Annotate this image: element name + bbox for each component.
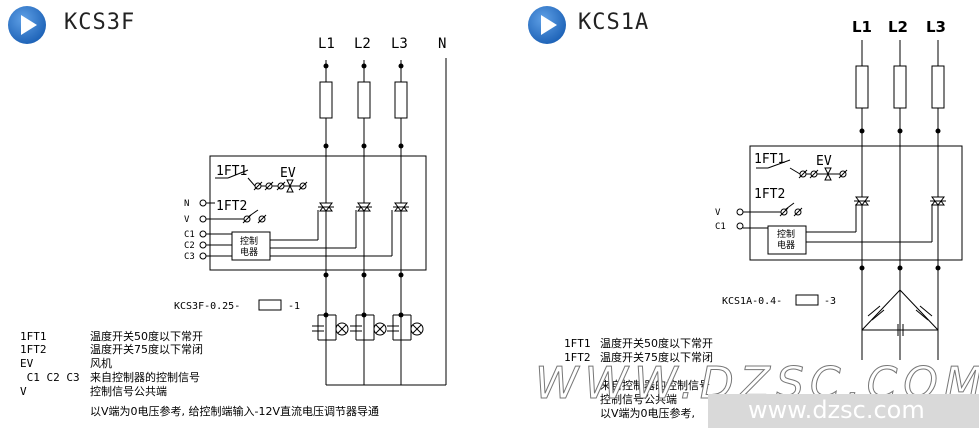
play-icon [528, 6, 566, 44]
switch-label-1ft1: 1FT1 [216, 164, 247, 179]
legend-note: 以V端为0电压参考, [600, 407, 696, 420]
fuse [394, 81, 408, 119]
play-icon [8, 6, 46, 44]
diagram-title: KCS1A [578, 10, 650, 35]
kcs3f-schematic: L1 L2 L3 N 1FT1 EV 1FT2 N V C1 C2 C3 控制 … [174, 36, 447, 386]
terminal-label: C2 [184, 241, 195, 251]
controller-box [231, 231, 271, 261]
terminal-label: V [715, 208, 721, 218]
thyristor [854, 196, 870, 206]
kcs3f-panel: KCS3F [8, 6, 447, 418]
kcs1a-panel: KCS1A [500, 0, 979, 431]
controller-label: 电器 [240, 246, 258, 258]
fuse [319, 81, 333, 119]
phase-label: L2 [888, 18, 908, 36]
switch-label-1ft1: 1FT1 [754, 152, 785, 167]
terminal-label: C3 [184, 252, 195, 262]
device-enclosure [749, 145, 963, 261]
switch-label-ev: EV [280, 166, 296, 181]
switch-label-ev: EV [816, 154, 832, 169]
diagram-title: KCS3F [64, 10, 136, 35]
fuse [855, 65, 869, 109]
fuse [893, 65, 907, 109]
controller-label: 控制 [777, 228, 795, 240]
model-code-prefix: KCS1A-0.4- [722, 296, 782, 307]
phase-label: L3 [926, 18, 946, 36]
phase-label: N [438, 36, 446, 52]
model-code-suffix: -1 [288, 301, 300, 312]
legend-note: 以V端为0电压参考, 给控制端输入-12V直流电压调节器导通 [90, 405, 380, 418]
kcs1a-schematic: L1 L2 L3 1FT1 EV 1FT2 V C1 控制 电器 KCS1A-0… [715, 18, 963, 360]
load-l1 [312, 314, 349, 341]
switch-label-1ft2: 1FT2 [754, 187, 785, 202]
controller-box [767, 225, 807, 255]
model-code-box [795, 294, 819, 306]
fuse [931, 65, 945, 109]
terminal-label: V [184, 215, 190, 225]
thyristor [930, 196, 946, 206]
legend-row: 来自控制器的控制信号 [600, 379, 710, 392]
device-enclosure [209, 155, 427, 271]
controller-label: 控制 [240, 235, 258, 247]
phase-label: L1 [318, 36, 335, 52]
thyristor [356, 202, 372, 212]
thyristor [393, 202, 409, 212]
terminal-label: N [184, 199, 189, 209]
phase-label: L2 [354, 36, 371, 52]
model-code-box [258, 299, 282, 311]
phase-label: L1 [852, 18, 872, 36]
phase-label: L3 [391, 36, 408, 52]
controller-label: 电器 [777, 239, 795, 251]
legend-row: 控制信号公共端 [600, 393, 677, 406]
terminal-label: C1 [715, 222, 726, 232]
terminal-label: C1 [184, 230, 195, 240]
switch-label-1ft2: 1FT2 [216, 199, 247, 214]
fuse [357, 81, 371, 119]
load-l2 [350, 314, 387, 341]
load-l3 [387, 314, 424, 341]
model-code-prefix: KCS3F-0.25- [174, 301, 240, 312]
model-code-suffix: -3 [824, 296, 836, 307]
thyristor [318, 202, 334, 212]
delta-load [861, 289, 939, 336]
